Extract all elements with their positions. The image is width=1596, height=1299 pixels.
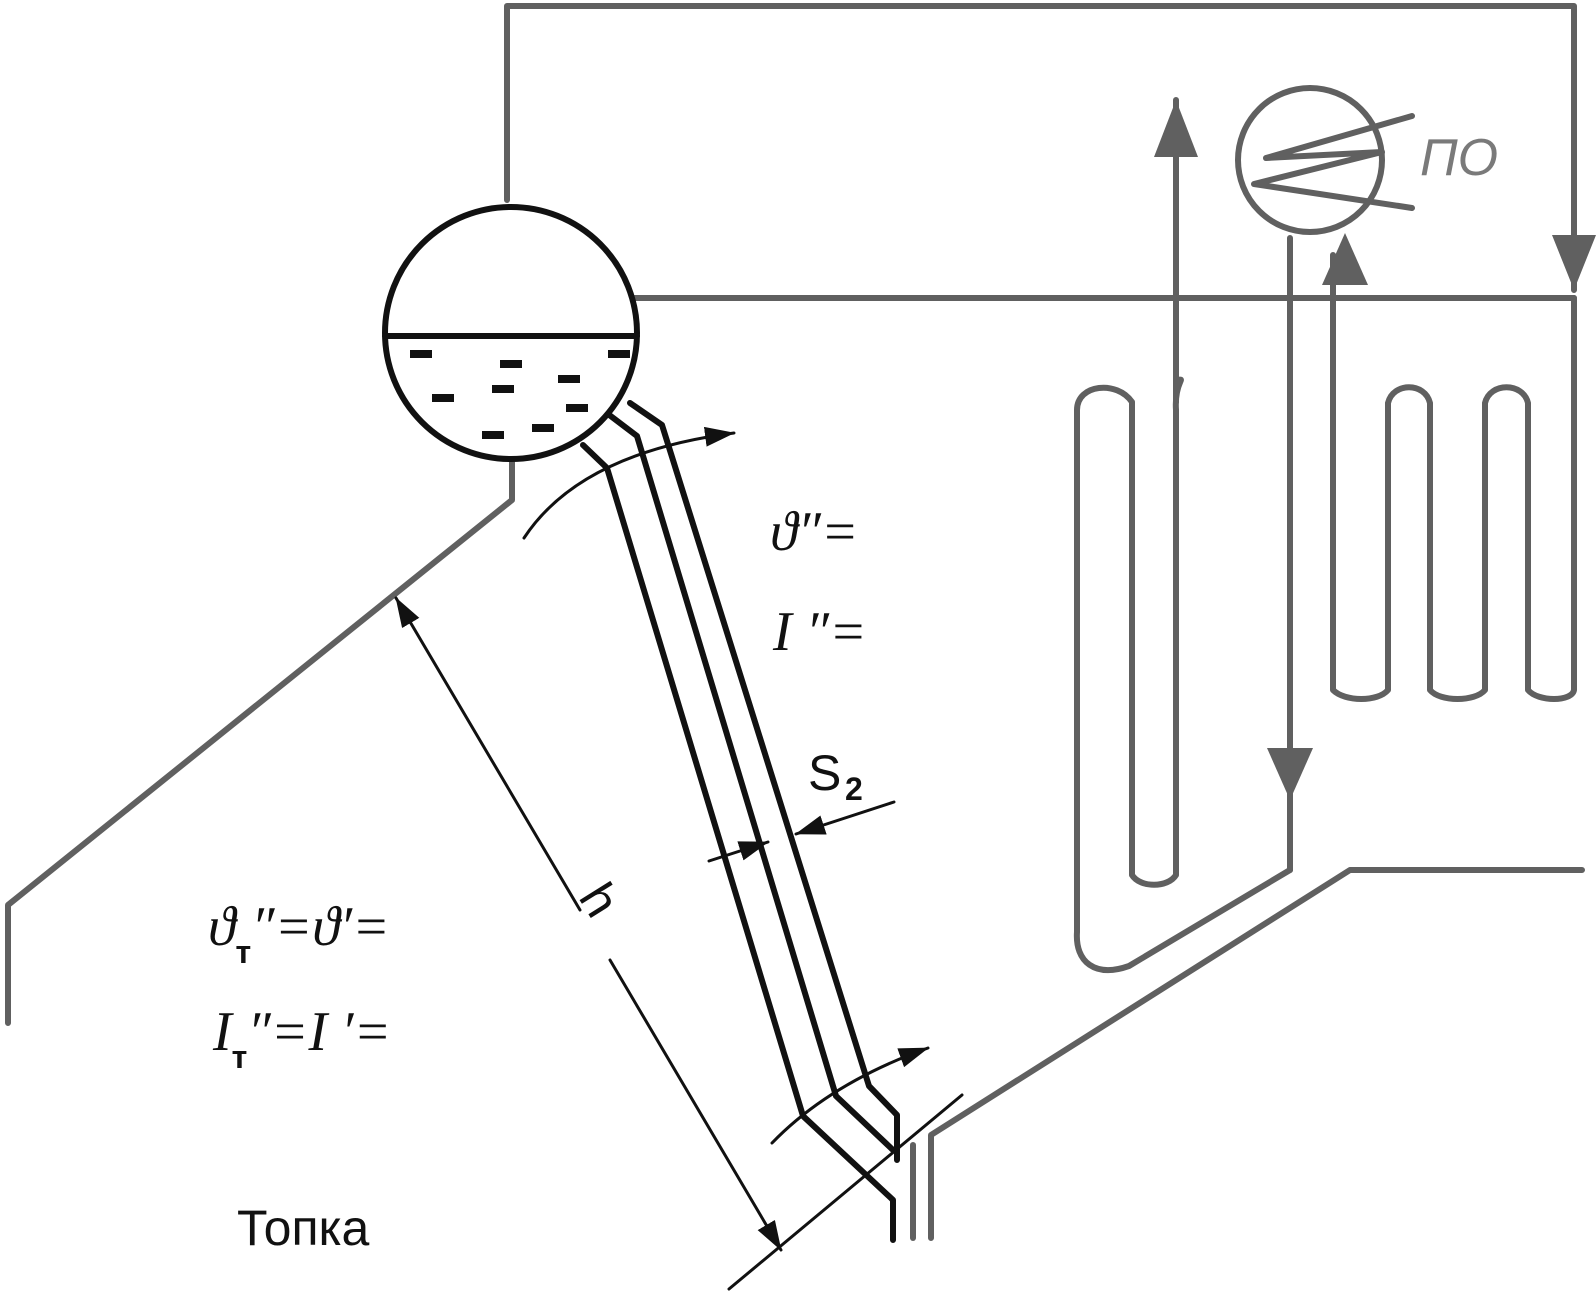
- flow-arrow-down-center: [1267, 748, 1313, 800]
- furnace-label: Топка: [237, 1200, 369, 1256]
- s2-subscript: 2: [845, 771, 863, 807]
- enthalpy-furnace-label: Iт″=I ′=: [212, 1001, 391, 1075]
- s2-dimension: S 2: [707, 745, 896, 863]
- outlet-labels: ϑ″= I ″=: [770, 501, 867, 663]
- gas-flow-arrows: [522, 426, 930, 1145]
- flow-arrow-down-right: [1552, 235, 1596, 290]
- gas-arrow-bottom: [770, 1046, 930, 1145]
- superheater-circle: [1235, 85, 1385, 235]
- superheater: ПО: [1235, 85, 1498, 235]
- drum-water-marks: [410, 350, 630, 439]
- superheater-label: ПО: [1420, 129, 1498, 187]
- convective-coil: [1073, 97, 1293, 973]
- economizer-coil: [1330, 252, 1577, 702]
- boiler-casing: [5, 3, 1585, 1241]
- enthalpy-outlet-label: I ″=: [772, 601, 867, 663]
- boiler-drum: [382, 204, 640, 462]
- furnace-labels: ϑт″=ϑ′= Iт″=I ′= Топка: [208, 896, 391, 1256]
- theta-outlet-label: ϑ″=: [770, 501, 859, 563]
- superheater-zigzag: [1251, 113, 1415, 211]
- flow-arrows: [1154, 100, 1596, 800]
- theta-furnace-label: ϑт″=ϑ′=: [208, 896, 390, 970]
- h-label: h: [568, 873, 630, 926]
- s2-label: S: [808, 745, 841, 801]
- flow-arrow-up-2: [1322, 233, 1368, 285]
- h-extension-line: [727, 1093, 964, 1291]
- flow-arrow-up-1: [1154, 100, 1198, 157]
- gas-arrow-top: [522, 426, 736, 540]
